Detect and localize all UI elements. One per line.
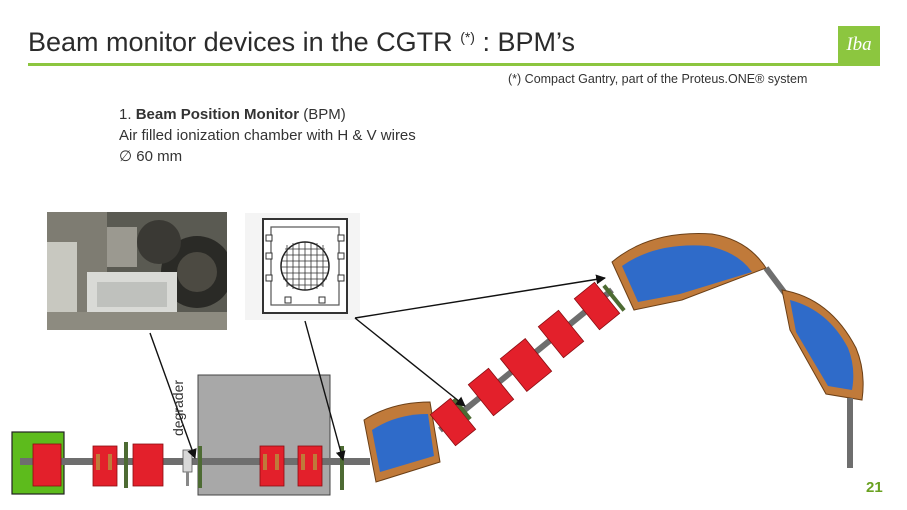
dipole-upper (611, 233, 767, 311)
bpm-description: 1. Beam Position Monitor (BPM) Air fille… (119, 104, 416, 167)
degrader-label: degrader (170, 379, 186, 436)
bpm-technical-drawing (245, 213, 360, 320)
bpm-heading: 1. Beam Position Monitor (BPM) (119, 104, 416, 125)
dipole-lower (363, 401, 441, 483)
bpm-line-3: ∅ 60 mm (119, 148, 183, 165)
bpm-line-2: Air filled ionization chamber with H & V… (119, 127, 416, 144)
footnote: (*) Compact Gantry, part of the Proteus.… (508, 72, 808, 86)
degrader-icon (182, 449, 193, 486)
title-underline (28, 63, 880, 66)
title-tail: : BPM’s (482, 27, 576, 57)
dipole-final (781, 289, 864, 401)
bpm-markers (124, 442, 344, 490)
title-superscript: (*) (460, 29, 475, 45)
item-abbrev: (BPM) (303, 106, 346, 123)
page-number: 21 (866, 479, 883, 496)
iba-logo-icon: Iba (838, 26, 880, 63)
item-bold: Beam Position Monitor (135, 106, 300, 123)
beam-pipe (20, 458, 370, 465)
item-number: 1. (119, 106, 132, 123)
title-main: Beam monitor devices in the CGTR (28, 27, 453, 57)
bpm-photo (47, 212, 227, 330)
pointer-arrows (149, 274, 606, 461)
diagonal-quadrupoles (429, 281, 621, 447)
logo-text: Iba (846, 33, 872, 55)
slide-title: Beam monitor devices in the CGTR (*) : B… (28, 27, 575, 58)
quadrupole-magnets (32, 443, 323, 487)
